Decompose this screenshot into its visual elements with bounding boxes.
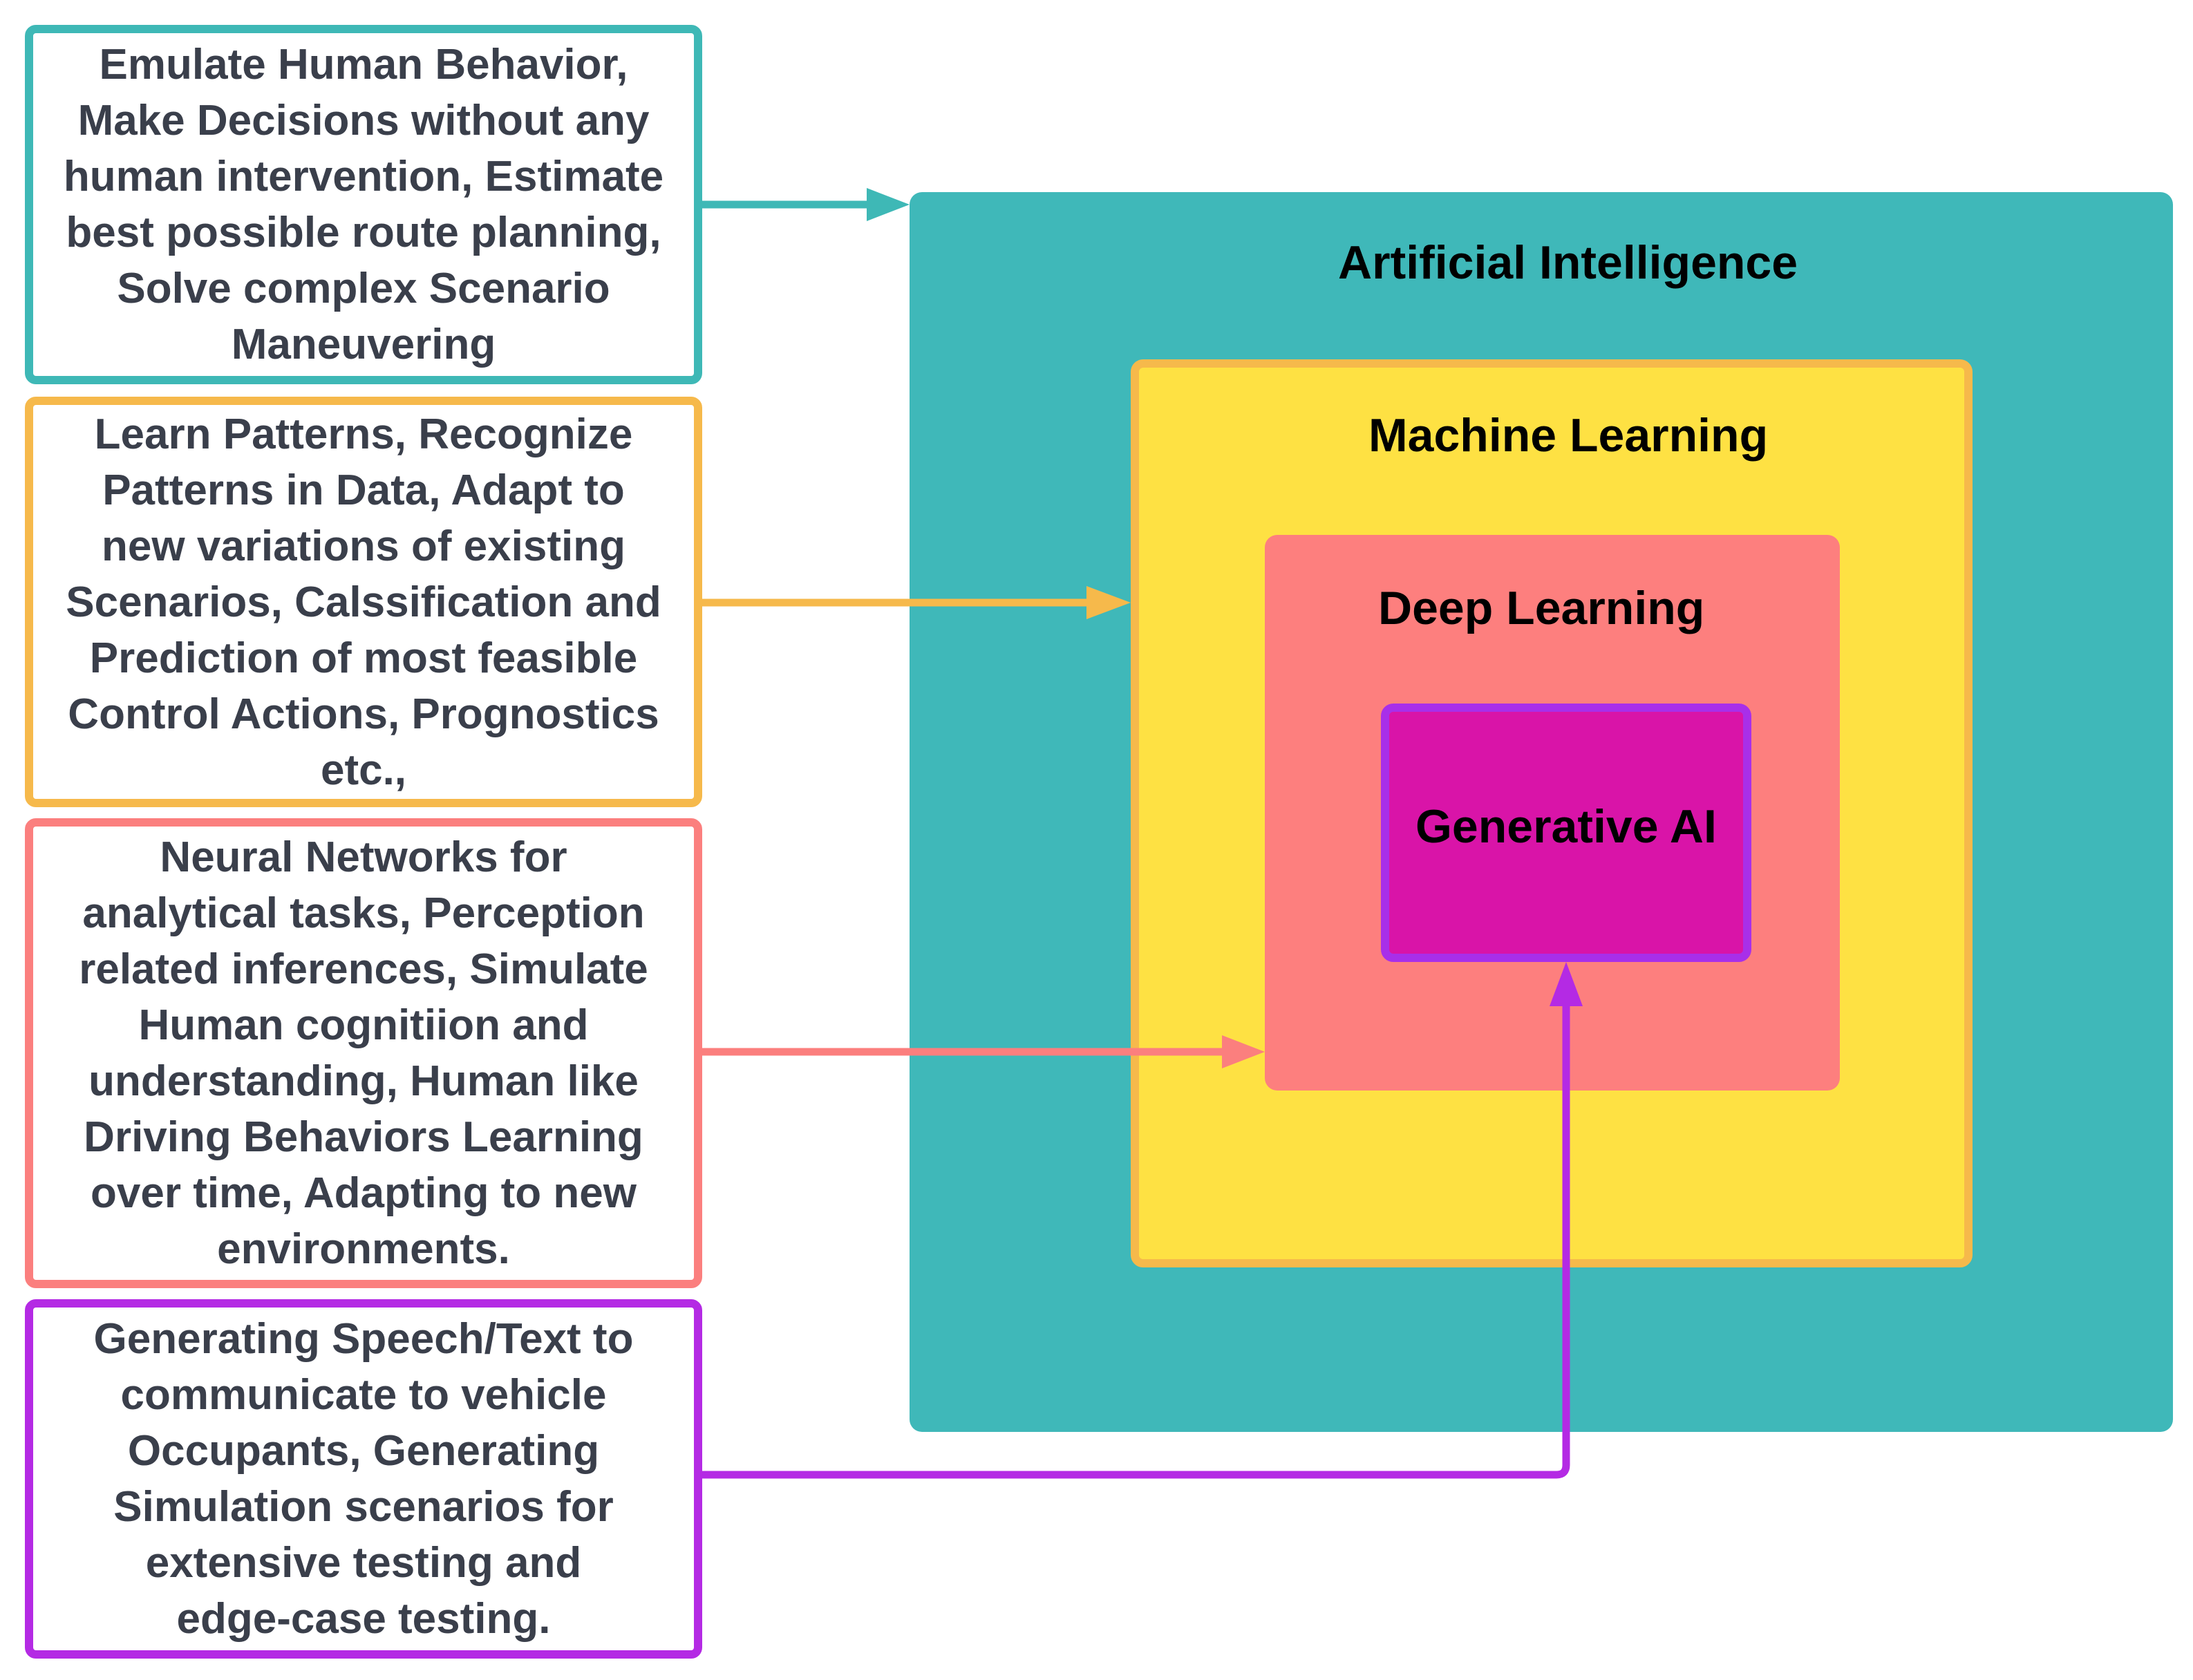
ai-description-box: Emulate Human Behavior, Make Decisions w… bbox=[25, 25, 702, 384]
ai-description-line: Emulate Human Behavior, bbox=[99, 41, 628, 88]
artificial-intelligence-title: Artificial Intelligence bbox=[1338, 236, 1798, 289]
ml-description-text: Learn Patterns, Recognize Patterns in Da… bbox=[66, 406, 661, 798]
ai-description-line: Make Decisions without any bbox=[77, 97, 650, 144]
ai-description-line: best possible route planning, bbox=[66, 209, 661, 256]
ai-description-text: Emulate Human Behavior, Make Decisions w… bbox=[64, 37, 663, 372]
dl-description-line: Neural Networks for bbox=[160, 833, 567, 881]
dl-description-line: Human cognitiion and bbox=[138, 1001, 589, 1049]
dl-description-box: Neural Networks for analytical tasks, Pe… bbox=[25, 818, 702, 1288]
ml-description-line: Scenarios, Calssification and bbox=[66, 578, 661, 626]
gen-ai-description-line: Occupants, Generating bbox=[127, 1427, 600, 1475]
dl-connector-arrow bbox=[702, 1035, 1265, 1068]
deep-learning-title: Deep Learning bbox=[1378, 582, 1705, 634]
ml-description-line: new variations of existing bbox=[102, 522, 625, 570]
ai-description-line: Solve complex Scenario bbox=[117, 265, 610, 312]
ml-description-box: Learn Patterns, Recognize Patterns in Da… bbox=[25, 397, 702, 807]
gen-ai-description-box: Generating Speech/Text to communicate to… bbox=[25, 1299, 702, 1659]
dl-description-text: Neural Networks for analytical tasks, Pe… bbox=[79, 829, 648, 1277]
dl-description-line: analytical tasks, Perception bbox=[82, 889, 645, 937]
ai-connector-arrow bbox=[702, 188, 910, 221]
generative-ai-layer bbox=[1381, 704, 1751, 962]
gen-ai-connector-arrow bbox=[702, 962, 1583, 1479]
ml-description-line: Learn Patterns, Recognize bbox=[94, 410, 633, 458]
ai-description-line: Maneuvering bbox=[231, 321, 496, 368]
gen-ai-description-text: Generating Speech/Text to communicate to… bbox=[94, 1311, 634, 1647]
dl-description-line: understanding, Human like bbox=[88, 1057, 639, 1105]
gen-ai-description-line: communicate to vehicle bbox=[120, 1371, 607, 1419]
ml-description-line: etc., bbox=[320, 746, 407, 794]
gen-ai-description-line: Generating Speech/Text to bbox=[93, 1315, 634, 1363]
dl-description-line: over time, Adapting to new bbox=[91, 1169, 637, 1217]
generative-ai-title: Generative AI bbox=[1415, 800, 1717, 853]
gen-ai-description-line: Simulation scenarios for bbox=[113, 1483, 614, 1531]
ai-description-line: human intervention, Estimate bbox=[63, 153, 664, 200]
dl-description-line: environments. bbox=[217, 1225, 510, 1273]
ml-connector-arrow bbox=[702, 586, 1131, 619]
ml-description-line: Patterns in Data, Adapt to bbox=[102, 466, 625, 514]
dl-description-line: Driving Behaviors Learning bbox=[84, 1113, 643, 1161]
ml-description-line: Prediction of most feasible bbox=[89, 634, 638, 682]
machine-learning-title: Machine Learning bbox=[1368, 409, 1769, 462]
dl-description-line: related inferences, Simulate bbox=[79, 945, 648, 993]
ml-description-line: Control Actions, Prognostics bbox=[68, 690, 659, 738]
gen-ai-description-line: extensive testing and bbox=[145, 1539, 582, 1587]
gen-ai-description-line: edge-case testing. bbox=[176, 1595, 551, 1643]
